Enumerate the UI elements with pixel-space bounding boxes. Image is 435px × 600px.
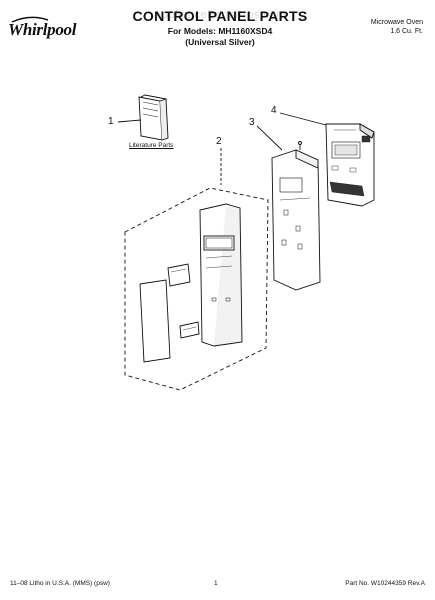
leader-line-1 <box>117 119 142 123</box>
leader-line-3 <box>256 125 283 151</box>
callout-1: 1 <box>108 116 114 127</box>
literature-parts-label: Literature Parts <box>129 142 174 149</box>
product-info: Microwave Oven 1.6 Cu. Ft. <box>333 18 423 36</box>
part-3-control-frame[interactable] <box>271 141 321 291</box>
product-capacity: 1.6 Cu. Ft. <box>390 28 423 35</box>
watermark: AppliancePartsPros.com <box>154 9 286 21</box>
display-window[interactable] <box>167 263 191 287</box>
model-info: For Models: MH1160XSD4 (Universal Silver… <box>130 26 310 48</box>
callout-4: 4 <box>271 105 277 116</box>
part-number: Part No. W10244359 Rev.A <box>345 580 425 587</box>
part-4-electronic-control[interactable] <box>325 123 375 207</box>
keypad-membrane[interactable] <box>139 279 171 363</box>
callout-2: 2 <box>216 136 222 147</box>
part-1-literature[interactable] <box>138 94 169 141</box>
product-type: Microwave Oven <box>370 19 423 26</box>
callout-3: 3 <box>249 117 255 128</box>
whirlpool-swoosh-icon <box>11 16 49 23</box>
leader-line-4 <box>279 112 327 126</box>
control-panel-front[interactable] <box>199 203 243 347</box>
brand-logo: Whirlpool <box>8 20 77 39</box>
footer-print-info: 11–08 Litho in U.S.A. (MMS) (psw) <box>10 580 110 587</box>
page-title: CONTROL PANEL PARTS <box>132 8 308 24</box>
page-number: 1 <box>214 580 218 587</box>
trim-plate[interactable] <box>179 321 200 339</box>
part-2-assembly-outline[interactable] <box>124 187 269 391</box>
finish-line: (Universal Silver) <box>185 37 255 47</box>
models-line: For Models: MH1160XSD4 <box>167 26 273 36</box>
